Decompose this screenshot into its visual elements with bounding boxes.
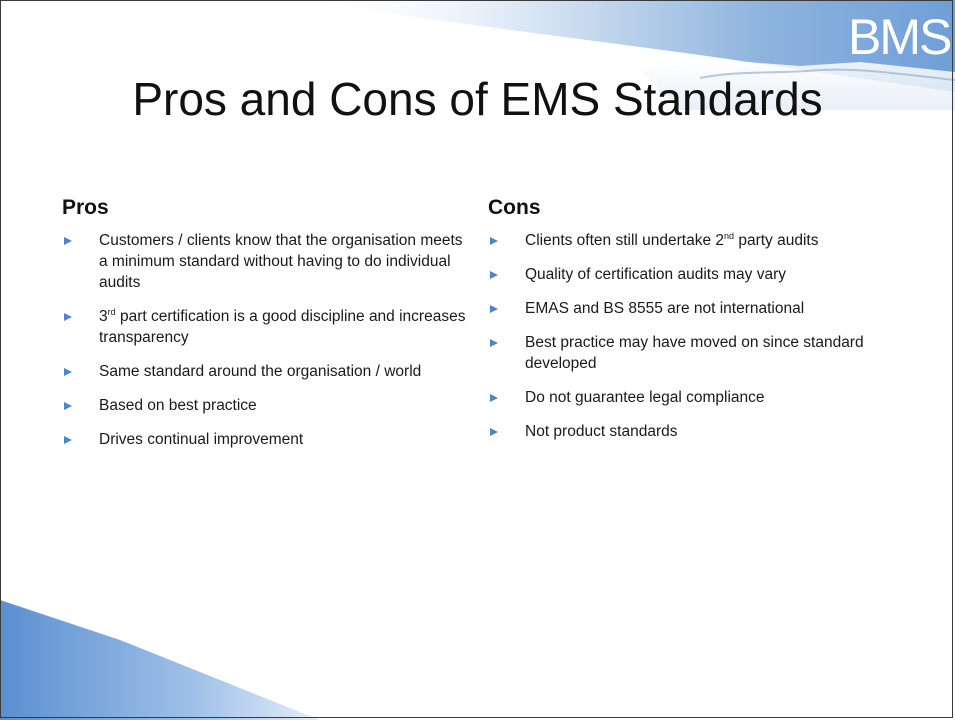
top-banner-decoration <box>300 0 955 110</box>
list-item: Quality of certification audits may vary <box>488 264 898 285</box>
list-item: Not product standards <box>488 421 898 442</box>
list-item: Customers / clients know that the organi… <box>62 230 472 293</box>
triangle-right-icon <box>490 428 498 436</box>
pros-list: Customers / clients know that the organi… <box>62 230 472 450</box>
triangle-right-icon <box>64 313 72 321</box>
item-text: 3rd part certification is a good discipl… <box>99 306 466 346</box>
triangle-right-icon <box>64 368 72 376</box>
list-item: 3rd part certification is a good discipl… <box>62 306 472 348</box>
list-item: Drives continual improvement <box>62 429 472 450</box>
item-text: Not product standards <box>525 423 678 440</box>
item-text: Based on best practice <box>99 397 257 414</box>
item-text: Do not guarantee legal compliance <box>525 389 765 406</box>
list-item: EMAS and BS 8555 are not international <box>488 298 898 319</box>
item-text: EMAS and BS 8555 are not international <box>525 300 805 317</box>
pros-heading: Pros <box>62 196 109 219</box>
triangle-right-icon <box>490 339 498 347</box>
triangle-right-icon <box>64 436 72 444</box>
cons-column: Cons Clients often still undertake 2nd p… <box>488 196 898 455</box>
item-text: Clients often still undertake 2nd party … <box>525 230 819 249</box>
slide-title: Pros and Cons of EMS Standards <box>132 73 823 125</box>
list-item: Same standard around the organisation / … <box>62 361 472 382</box>
item-text: Quality of certification audits may vary <box>525 266 787 283</box>
bms-logo: BMS <box>848 9 952 65</box>
item-text: Best practice may have moved on since st… <box>525 334 864 372</box>
bottom-swoosh-decoration <box>0 600 320 720</box>
list-item: Best practice may have moved on since st… <box>488 332 898 374</box>
pros-column: Pros Customers / clients know that the o… <box>62 196 472 463</box>
list-item: Clients often still undertake 2nd party … <box>488 230 898 251</box>
triangle-right-icon <box>490 305 498 313</box>
item-text: Same standard around the organisation / … <box>99 363 422 380</box>
triangle-right-icon <box>64 402 72 410</box>
triangle-right-icon <box>490 237 498 245</box>
list-item: Do not guarantee legal compliance <box>488 387 898 408</box>
triangle-right-icon <box>64 237 72 245</box>
list-item: Based on best practice <box>62 395 472 416</box>
triangle-right-icon <box>490 271 498 279</box>
cons-heading: Cons <box>488 196 541 219</box>
cons-list: Clients often still undertake 2nd party … <box>488 230 898 442</box>
triangle-right-icon <box>490 394 498 402</box>
item-text: Customers / clients know that the organi… <box>99 232 463 291</box>
item-text: Drives continual improvement <box>99 431 304 448</box>
